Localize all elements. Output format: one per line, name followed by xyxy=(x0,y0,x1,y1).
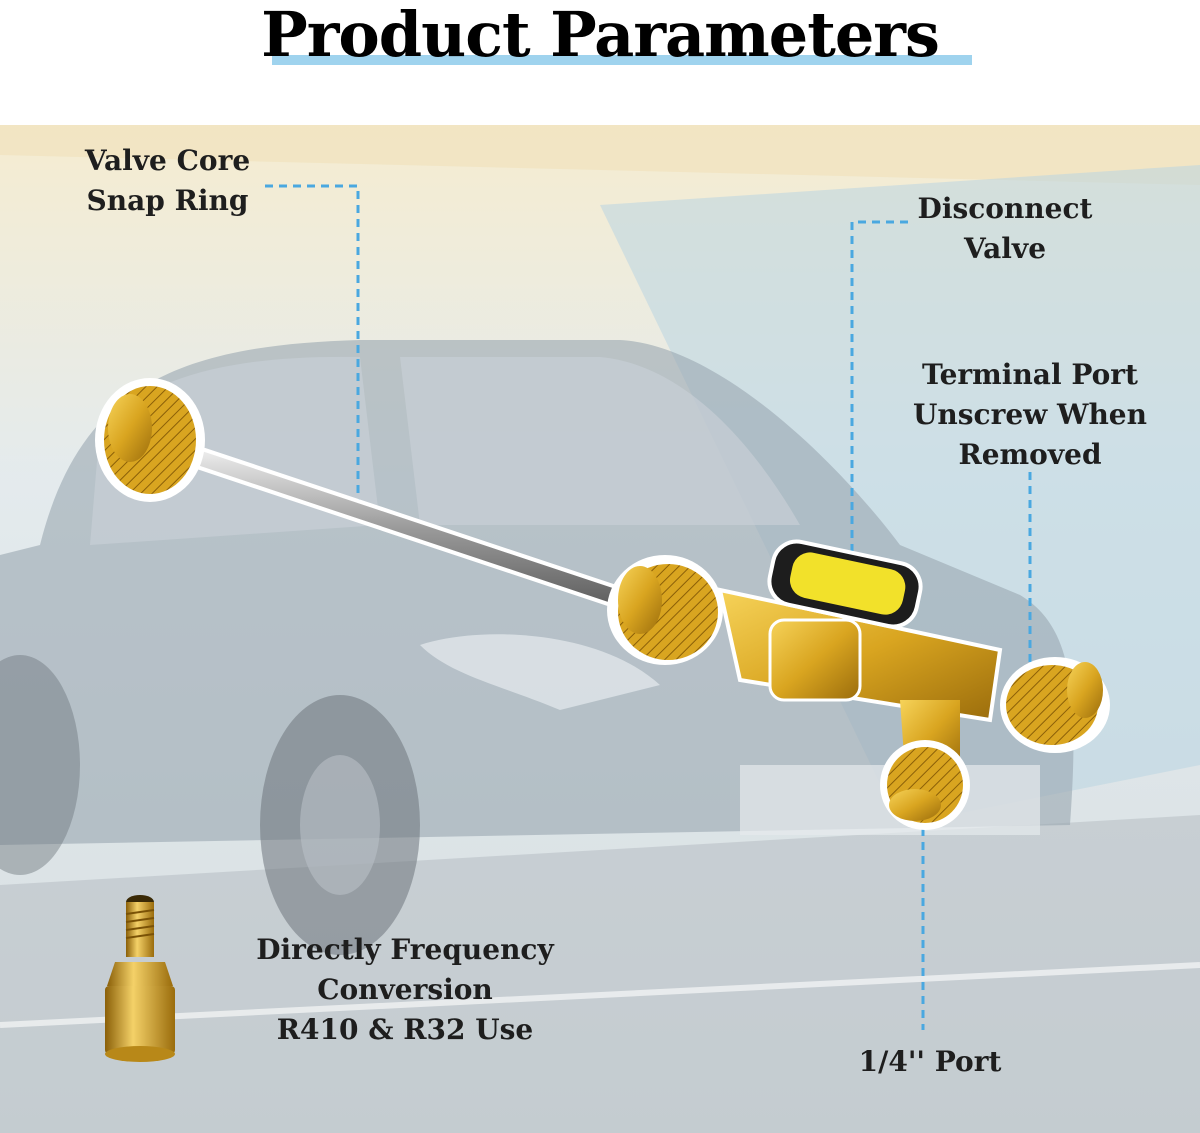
label-valve-core-snap-ring: Valve Core Snap Ring xyxy=(84,144,251,217)
leader-lines xyxy=(265,184,1032,1030)
label-terminal-port: Terminal Port Unscrew When Removed xyxy=(913,358,1147,471)
snap-ring-knob xyxy=(95,378,205,502)
valve-body xyxy=(607,539,1110,830)
label-frequency-conversion: Directly Frequency Conversion R410 & R32… xyxy=(256,933,554,1046)
label-quarter-inch-port: 1/4'' Port xyxy=(858,1045,1002,1078)
page-title: Product Parameters xyxy=(261,0,940,71)
adapter-fitting-icon xyxy=(105,895,175,1062)
label-disconnect-valve: Disconnect Valve xyxy=(917,192,1093,265)
